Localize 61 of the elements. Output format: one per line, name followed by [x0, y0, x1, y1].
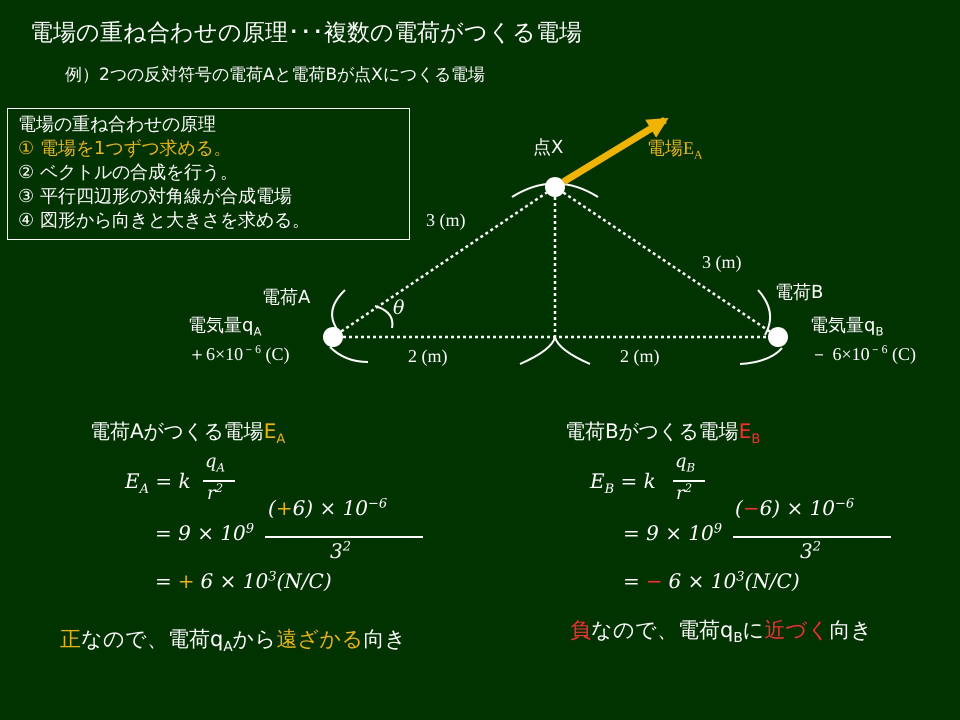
formula-term: 6 × 10$^{3}$(N/C) [200, 570, 332, 593]
title: 電場の重ね合わせの原理･･･複数の電荷がつくる電場 [30, 20, 582, 46]
sign: + [178, 570, 195, 593]
formula-term: 6) × 10$^{−6}$ [760, 497, 854, 520]
sign: − [646, 570, 663, 593]
note-heading: 電場の重ね合わせの原理 [18, 113, 217, 137]
charge-name: 電気量q$_{B}$ [810, 316, 884, 340]
formula-term: ( [268, 497, 276, 520]
formula: E$_{B}$ = k [590, 470, 656, 498]
formula: = 9 × 10$^{9}$ [155, 522, 254, 545]
note-box [7, 108, 410, 240]
dimension-label: 2 (m) [620, 346, 660, 367]
fraction-denominator: 3$^{2}$ [800, 540, 822, 563]
field-symbol: E$_{B}$ [738, 420, 760, 448]
dotted-line [340, 192, 548, 332]
conclusion-text: 向き [364, 627, 407, 652]
section-heading: 電荷Aがつくる電場 [90, 420, 264, 443]
dotted-line [554, 197, 556, 337]
section-heading: 電荷Bがつくる電場 [565, 420, 739, 443]
formula-term: = [623, 570, 640, 593]
highlight-word: 遠ざかる [276, 627, 364, 652]
fraction-numerator: q$_{A}$ [205, 452, 225, 476]
charge-value: － 6×10$^{－6}$ (C) [810, 343, 916, 365]
fraction-denominator: 3$^{2}$ [330, 540, 352, 563]
conclusion-text: 向き [830, 618, 873, 642]
formula-term: ( [735, 497, 743, 520]
point-label: 点X [533, 138, 564, 159]
highlight-word: 近づく [764, 618, 830, 642]
point-label: 電荷A [262, 288, 310, 309]
note-item: ③ 平行四辺形の対角線が合成電場 [18, 185, 293, 209]
charge-name: 電気量q$_{A}$ [188, 316, 262, 340]
formula-term: 6 × 10$^{3}$(N/C) [668, 570, 800, 593]
compass-arc [520, 336, 590, 365]
conclusion-text: なので、電荷q$_{A}$から [81, 627, 277, 656]
note-item: ④ 図形から向きと大きさを求める。 [18, 209, 311, 233]
formula-term: = [155, 570, 172, 593]
dotted-line [343, 336, 768, 338]
sign: + [276, 497, 293, 520]
dotted-line [562, 192, 770, 332]
conclusion-text: なので、電荷q$_{B}$に [591, 618, 765, 647]
charge-dot [323, 327, 343, 347]
fraction-numerator: q$_{B}$ [675, 452, 696, 476]
point-label: 電荷B [775, 283, 824, 304]
formula: E$_{A}$ = k [125, 470, 191, 498]
highlight-word: 負 [570, 618, 591, 642]
dimension-label: 2 (m) [408, 346, 448, 367]
highlight-word: 正 [60, 627, 81, 652]
fraction-denominator: r$^{2}$ [676, 482, 692, 505]
point-dot [545, 177, 565, 197]
sign: − [742, 497, 760, 520]
subtitle: 例）2つの反対符号の電荷Aと電荷Bが点Xにつくる電場 [65, 66, 485, 86]
note-item: ① 電場を1つずつ求める。 [18, 137, 232, 161]
note-item: ② ベクトルの合成を行う。 [18, 161, 239, 185]
arrow [562, 117, 669, 185]
fraction-denominator: r$^{2}$ [207, 482, 224, 505]
formula-term: 6) × 10$^{−6}$ [292, 497, 388, 520]
formula: = 9 × 10$^{9}$ [623, 522, 722, 545]
charge-dot [768, 327, 788, 347]
angle-label: θ [393, 298, 404, 320]
field-symbol: E$_{A}$ [264, 420, 286, 448]
charge-value: ＋6×10$^{－6}$ (C) [188, 343, 290, 365]
